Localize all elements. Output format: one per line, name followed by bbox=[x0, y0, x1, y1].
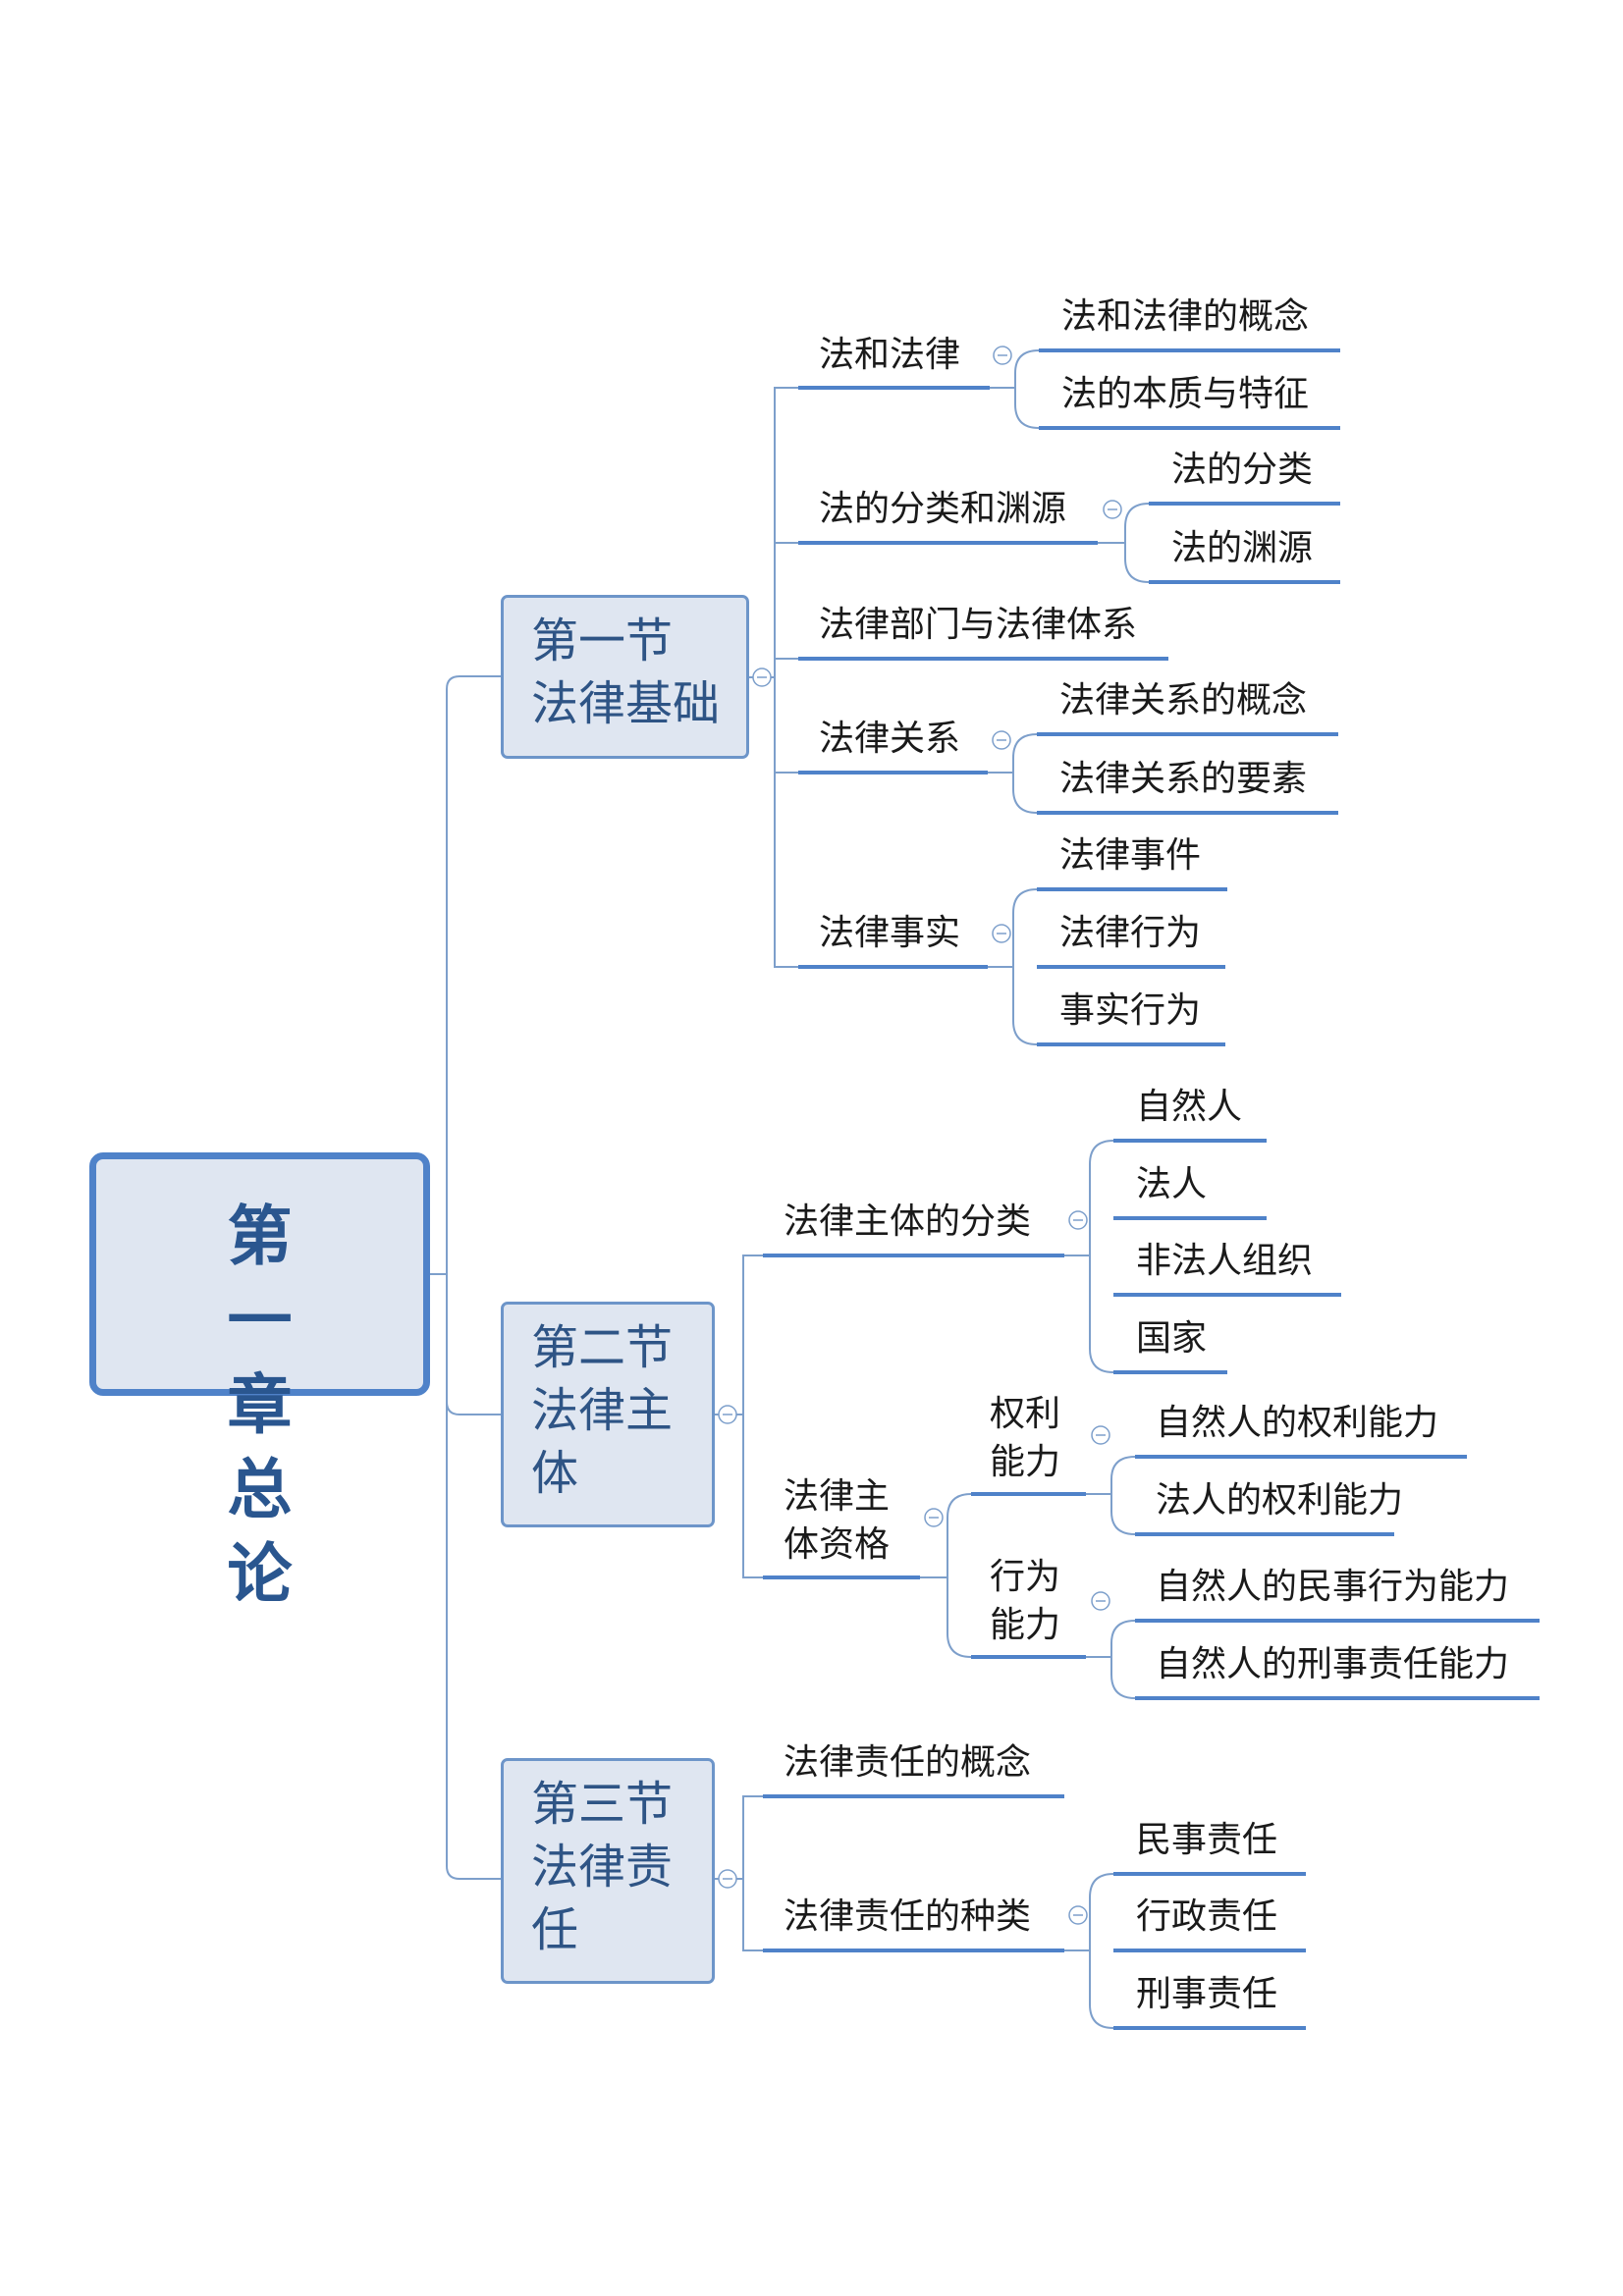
topic-label[interactable]: 法律事实 bbox=[819, 913, 961, 953]
collapse-toggle-icon[interactable] bbox=[1091, 1591, 1110, 1611]
leaf-label[interactable]: 非法人组织 bbox=[1136, 1241, 1314, 1281]
collapse-toggle-icon[interactable] bbox=[1091, 1425, 1110, 1445]
topic-label[interactable]: 法律部门与法律体系 bbox=[819, 605, 1138, 645]
topic-underlines bbox=[763, 348, 1540, 2030]
subtopic-label[interactable]: 权利能力 bbox=[990, 1394, 1061, 1482]
collapse-toggle-icon[interactable] bbox=[1068, 1210, 1088, 1230]
collapse-toggle-icon[interactable] bbox=[752, 667, 772, 687]
root-node[interactable]: 第一章 总论 bbox=[89, 1152, 430, 1612]
section-node-2[interactable]: 第二节 法律主体 bbox=[501, 1302, 715, 1527]
section-node-3[interactable]: 第三节 法律责任 bbox=[501, 1758, 715, 1984]
leaf-label[interactable]: 刑事责任 bbox=[1136, 1974, 1278, 2014]
collapse-toggle-icon[interactable] bbox=[924, 1508, 944, 1527]
topic-label[interactable]: 法和法律 bbox=[819, 335, 961, 375]
leaf-label[interactable]: 自然人的权利能力 bbox=[1156, 1403, 1439, 1443]
collapse-toggle-icon[interactable] bbox=[992, 924, 1011, 943]
topic-label[interactable]: 法律关系 bbox=[819, 719, 961, 759]
leaf-label[interactable]: 法律事件 bbox=[1059, 835, 1202, 876]
subtopic-label[interactable]: 行为能力 bbox=[990, 1557, 1061, 1645]
topic-label[interactable]: 法律主体的分类 bbox=[784, 1201, 1032, 1242]
leaf-label[interactable]: 法人 bbox=[1136, 1164, 1208, 1204]
leaf-label[interactable]: 民事责任 bbox=[1136, 1820, 1278, 1860]
collapse-toggle-icon[interactable] bbox=[718, 1405, 737, 1424]
leaf-label[interactable]: 法的渊源 bbox=[1171, 528, 1314, 568]
collapse-toggle-icon[interactable] bbox=[993, 346, 1012, 365]
topic-label[interactable]: 法律责任的种类 bbox=[784, 1896, 1032, 1937]
leaf-label[interactable]: 自然人 bbox=[1136, 1087, 1243, 1127]
section-node-1[interactable]: 第一节 法律基础 bbox=[501, 595, 749, 759]
leaf-label[interactable]: 行政责任 bbox=[1136, 1896, 1278, 1937]
leaf-label[interactable]: 自然人的民事行为能力 bbox=[1156, 1567, 1510, 1607]
leaf-label[interactable]: 事实行为 bbox=[1059, 990, 1202, 1031]
leaf-label[interactable]: 法人的权利能力 bbox=[1156, 1480, 1404, 1521]
leaf-label[interactable]: 法的本质与特征 bbox=[1061, 374, 1310, 414]
topic-label[interactable]: 法律责任的概念 bbox=[784, 1742, 1032, 1783]
collapse-toggle-icon[interactable] bbox=[718, 1869, 737, 1889]
leaf-label[interactable]: 自然人的刑事责任能力 bbox=[1156, 1644, 1510, 1684]
collapse-toggle-icon[interactable] bbox=[1103, 500, 1122, 519]
leaf-label[interactable]: 法律关系的概念 bbox=[1059, 680, 1308, 721]
leaf-label[interactable]: 法律关系的要素 bbox=[1059, 759, 1308, 799]
leaf-label[interactable]: 法和法律的概念 bbox=[1061, 296, 1310, 337]
topic-label[interactable]: 法律主体资格 bbox=[784, 1476, 891, 1565]
leaf-label[interactable]: 法律行为 bbox=[1059, 913, 1202, 953]
topic-label[interactable]: 法的分类和渊源 bbox=[819, 489, 1067, 529]
collapse-toggle-icon[interactable] bbox=[1068, 1905, 1088, 1925]
leaf-label[interactable]: 法的分类 bbox=[1171, 450, 1314, 490]
collapse-toggle-icon[interactable] bbox=[992, 730, 1011, 750]
leaf-label[interactable]: 国家 bbox=[1136, 1318, 1208, 1359]
